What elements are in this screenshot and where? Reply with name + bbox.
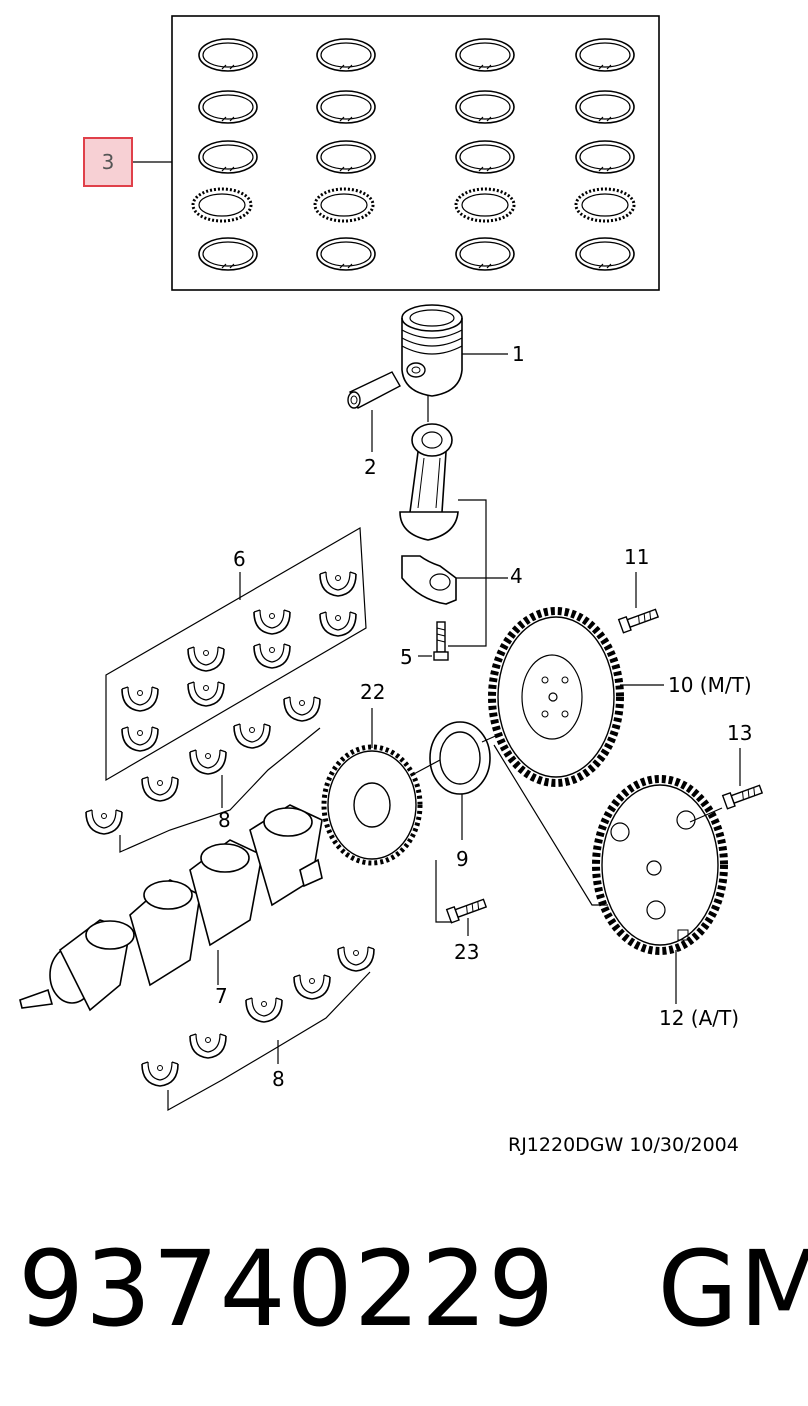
callout-7: 7 (215, 984, 228, 1008)
rod-bolt (433, 621, 449, 661)
callout-4: 4 (510, 564, 523, 588)
crankshaft (19, 804, 323, 1012)
piston-ring-set (191, 38, 636, 271)
callout-5: 5 (400, 645, 413, 669)
connecting-rod (399, 423, 459, 541)
callout-10: 10 (M/T) (668, 673, 752, 697)
callout-1: 1 (512, 342, 525, 366)
crank-sprocket (321, 744, 423, 866)
rod-bearing-panel (105, 526, 367, 782)
callout-9: 9 (456, 847, 469, 871)
callout-8-upper: 8 (218, 808, 231, 832)
parts-diagram: 1 2 4 5 6 7 8 8 9 10 (M/T) 11 12 (A/T) 1… (19, 15, 764, 1112)
piston (401, 304, 463, 397)
callout-12: 12 (A/T) (659, 1006, 739, 1030)
part-number: 93740229 GM (18, 1228, 808, 1350)
rod-cap (401, 555, 457, 605)
callout-2: 2 (364, 455, 377, 479)
callout-22: 22 (360, 680, 385, 704)
drive-plate-bolt (721, 781, 764, 810)
piston-pin (347, 371, 401, 409)
drive-plate-at (592, 775, 728, 955)
ring-set-frame (171, 15, 660, 291)
callout-6: 6 (233, 547, 246, 571)
callout-8-lower: 8 (272, 1067, 285, 1091)
callout-3-highlight[interactable]: 3 (83, 137, 133, 187)
callout-3: 3 (101, 150, 115, 174)
callout-23: 23 (454, 940, 479, 964)
callout-13: 13 (727, 721, 752, 745)
crankshaft-seal (429, 721, 491, 795)
flywheel-bolt (617, 605, 660, 634)
flywheel-mt (488, 607, 624, 787)
callout-11: 11 (624, 545, 649, 569)
sprocket-bolt (445, 895, 488, 924)
drawing-reference: RJ1220DGW 10/30/2004 (508, 1134, 739, 1156)
